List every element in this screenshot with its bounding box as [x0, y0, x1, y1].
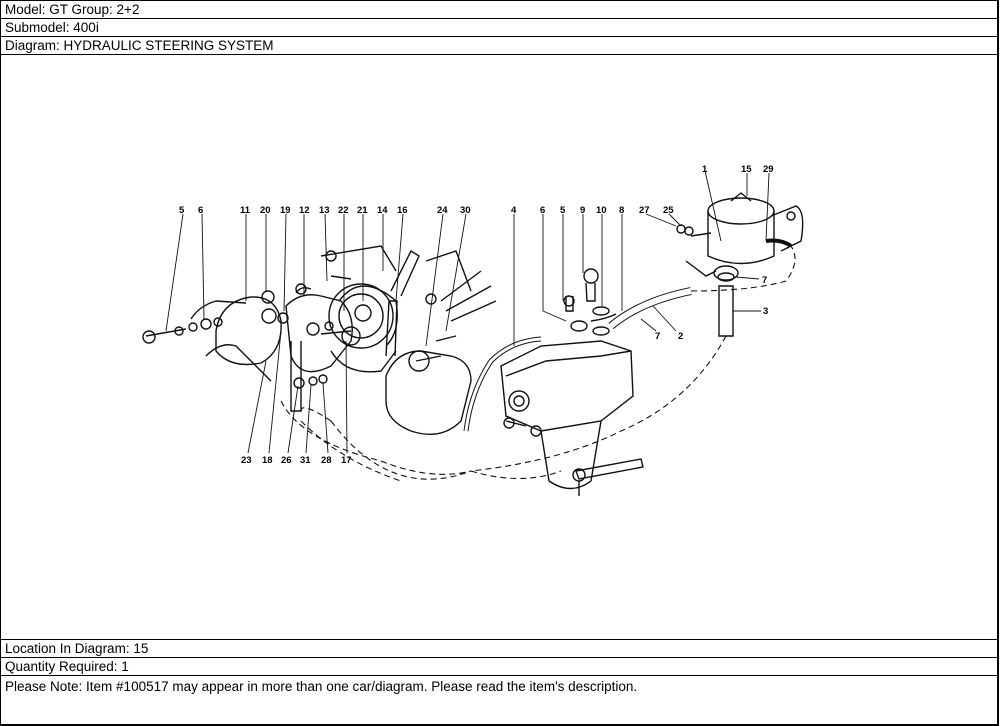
- callout-19: 19: [280, 205, 291, 216]
- callout-28: 28: [321, 455, 332, 466]
- callout-31: 31: [300, 455, 311, 466]
- steering-box-drawing: [500, 268, 644, 496]
- diagram-area: 5 6 11 20 19 12 13 22 21 14 16 24 30 4 6…: [1, 55, 997, 640]
- reservoir-drawing: [676, 192, 804, 337]
- callout-5: 5: [179, 205, 185, 216]
- model-row: Model: GT Group: 2+2: [1, 1, 997, 19]
- submodel-row: Submodel: 400i: [1, 19, 997, 37]
- item-note: Please Note: Item #100517 may appear in …: [5, 679, 638, 694]
- callout-18: 18: [262, 455, 273, 466]
- callout-4: 4: [511, 205, 517, 216]
- callout-24: 24: [437, 205, 448, 216]
- callout-3: 3: [763, 306, 768, 317]
- callout-26: 26: [281, 455, 292, 466]
- leader-lines: [165, 170, 770, 454]
- callout-15: 15: [741, 164, 752, 175]
- fluid-line-dashes: [280, 245, 796, 482]
- callout-8: 8: [619, 205, 624, 216]
- callout-11: 11: [240, 205, 251, 216]
- callout-7: 7: [762, 275, 767, 286]
- callout-21: 21: [357, 205, 368, 216]
- callout-25: 25: [663, 205, 674, 216]
- callout-6: 6: [198, 205, 203, 216]
- callout-2: 2: [678, 331, 683, 342]
- callout-27: 27: [639, 205, 650, 216]
- quantity-row: Quantity Required: 1: [1, 658, 997, 676]
- callout-29: 29: [763, 164, 774, 175]
- pump-bracket-drawing: [142, 283, 361, 412]
- callout-22: 22: [338, 205, 349, 216]
- callout-20: 20: [260, 205, 271, 216]
- steering-diagram: 5 6 11 20 19 12 13 22 21 14 16 24 30 4 6…: [142, 164, 804, 496]
- callout-23: 23: [241, 455, 252, 466]
- callout-14: 14: [377, 205, 388, 216]
- callout-9: 9: [580, 205, 585, 216]
- engine-cover-drawing: [385, 250, 497, 435]
- diagram-title-row: Diagram: HYDRAULIC STEERING SYSTEM: [1, 37, 997, 55]
- callout-12: 12: [299, 205, 310, 216]
- callout-labels: 5 6 11 20 19 12 13 22 21 14 16 24 30 4 6…: [179, 164, 774, 466]
- callout-1: 1: [702, 164, 708, 175]
- location-row: Location In Diagram: 15: [1, 640, 997, 658]
- diagram-drawing: [142, 170, 804, 496]
- callout-17: 17: [341, 455, 352, 466]
- callout-7b: 7: [655, 331, 660, 342]
- callout-13: 13: [319, 205, 330, 216]
- callout-6b: 6: [540, 205, 545, 216]
- callout-30: 30: [460, 205, 471, 216]
- callout-5b: 5: [560, 205, 566, 216]
- callout-16: 16: [397, 205, 408, 216]
- pulley-drawing: [320, 245, 420, 373]
- callout-10: 10: [596, 205, 607, 216]
- hose-drawing: [463, 287, 692, 432]
